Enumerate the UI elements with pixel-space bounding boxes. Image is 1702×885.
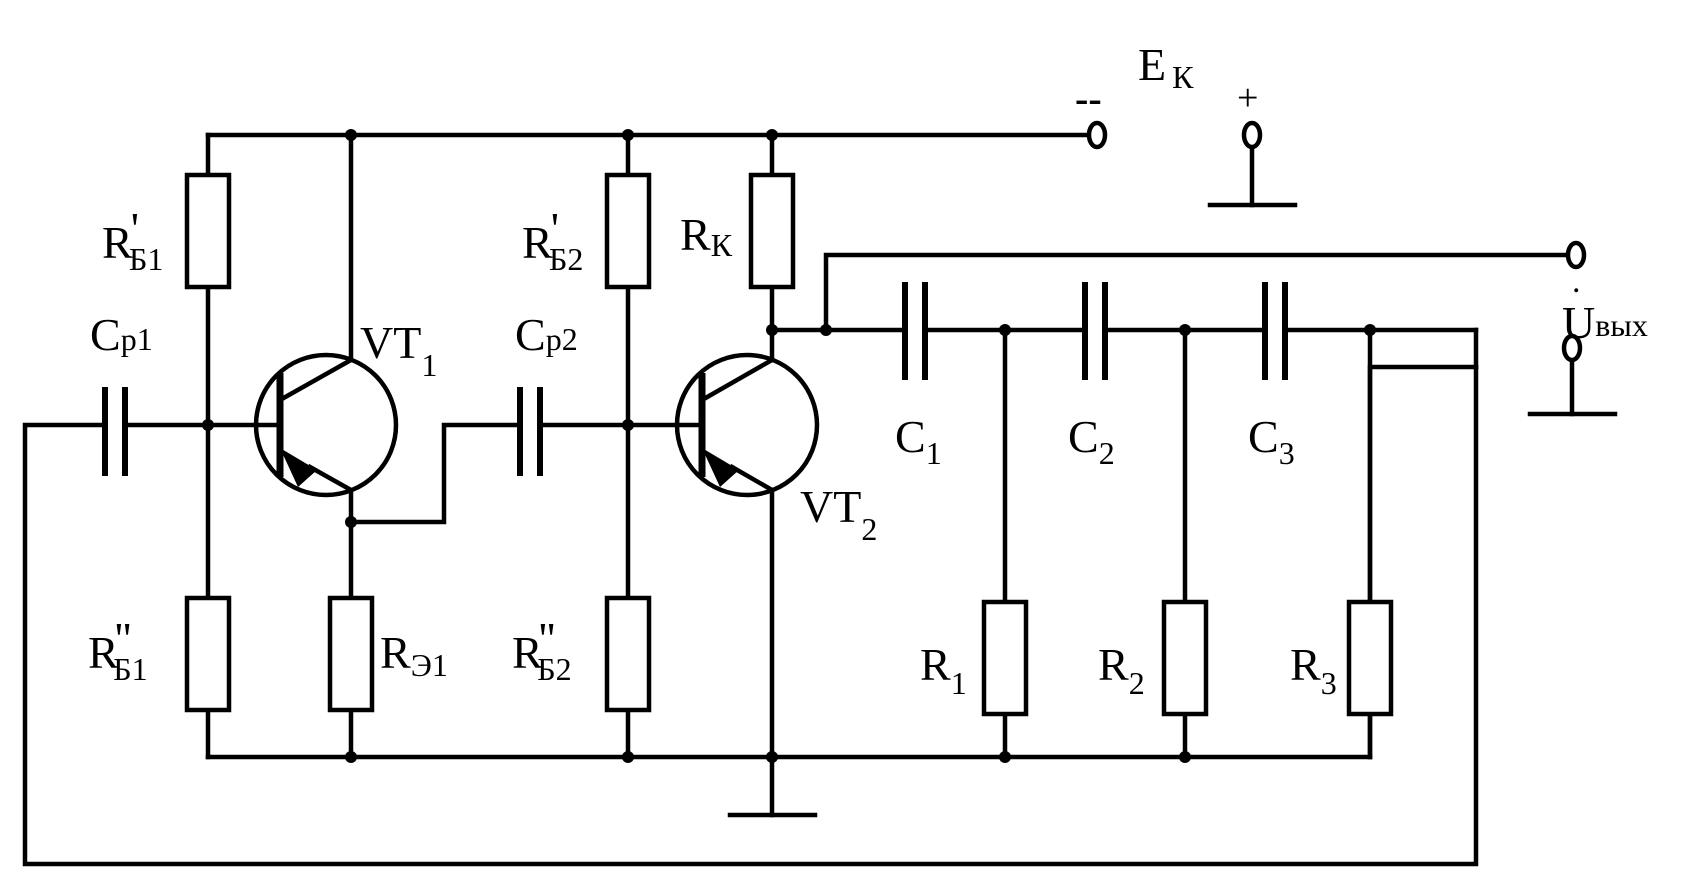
capacitor-c2	[1082, 282, 1108, 380]
resistor-r1	[981, 599, 1029, 717]
plus-label: +	[1237, 77, 1258, 119]
transistor-vt2	[674, 352, 820, 498]
junction-dot	[345, 129, 357, 141]
vt2-emitter	[728, 463, 776, 494]
capacitor-cp2	[517, 387, 543, 476]
component-labels: R'Б1 R''Б1 R'Б2 R''Б2 RК RЭ1 Cр1 Cр2 VT1…	[88, 39, 1648, 701]
cp1-label: Cр1	[90, 309, 153, 360]
uout-dot: .	[1572, 263, 1581, 300]
vt1-emitter	[306, 463, 355, 494]
vt1-to-cp2-wire	[348, 422, 523, 525]
feedback-loop-wire	[22, 364, 1479, 867]
c2-label: C2	[1068, 411, 1115, 471]
resistor-rb1-double-prime	[184, 595, 232, 713]
junction-dot	[345, 751, 357, 763]
junction-dot	[202, 419, 214, 431]
resistor-re1	[327, 595, 375, 713]
minus-label: --	[1075, 76, 1102, 121]
junction-dot	[1179, 324, 1191, 336]
vt2-label: VT2	[800, 481, 877, 547]
vt2-body	[674, 352, 820, 498]
vt2-emitter-arrow	[702, 448, 739, 487]
resistor-r2	[1161, 599, 1209, 717]
vt1-body	[253, 352, 399, 498]
capacitor-c3	[1262, 282, 1288, 380]
resistor-rb1-prime	[184, 172, 232, 290]
junction-dot	[1179, 751, 1191, 763]
junction-dot	[766, 129, 778, 141]
uout-label: Uвых	[1562, 297, 1648, 348]
junction-dot	[622, 751, 634, 763]
resistor-rk	[748, 172, 796, 290]
c3-label: C3	[1248, 411, 1295, 471]
rk-label: RК	[680, 209, 733, 263]
vt2-collector	[698, 356, 776, 404]
output-wire	[823, 252, 1571, 333]
junction-dot	[766, 751, 778, 763]
junction-dot	[999, 751, 1011, 763]
rb2pp-label: R''Б2	[512, 613, 572, 687]
supply-plus-terminal	[1241, 120, 1263, 150]
r2-label: R2	[1098, 639, 1145, 701]
rb1p-label: R'Б1	[102, 203, 163, 277]
output-terminal-bottom	[1561, 333, 1583, 363]
junction-dot	[622, 419, 634, 431]
junction-dot	[766, 324, 778, 336]
rb1pp-label: R''Б1	[88, 613, 148, 687]
vt1-emitter-arrow	[280, 448, 317, 487]
resistor-rb2-prime	[604, 172, 652, 290]
output-terminal-top	[1565, 240, 1587, 270]
capacitor-cp1	[102, 387, 128, 476]
r3-label: R3	[1290, 639, 1337, 701]
c1-label: C1	[895, 411, 942, 471]
re1-label: RЭ1	[380, 627, 448, 683]
rb2p-label: R'Б2	[522, 203, 583, 277]
junction-dot	[1364, 324, 1376, 336]
vt1-collector	[276, 356, 355, 404]
cp2-label: Cр2	[515, 309, 578, 360]
transistor-vt1	[253, 352, 399, 498]
vt1-label: VT1	[360, 317, 437, 383]
capacitor-c1	[902, 282, 928, 380]
junction-dot	[999, 324, 1011, 336]
junction-dot	[622, 129, 634, 141]
resistor-rb2-double-prime	[604, 595, 652, 713]
resistor-r3	[1346, 599, 1394, 717]
junction-dot	[345, 516, 357, 528]
junction-dot	[820, 324, 832, 336]
supply-minus-terminal	[1086, 120, 1108, 150]
r1-label: R1	[920, 639, 967, 701]
junction-dots	[202, 129, 1376, 763]
